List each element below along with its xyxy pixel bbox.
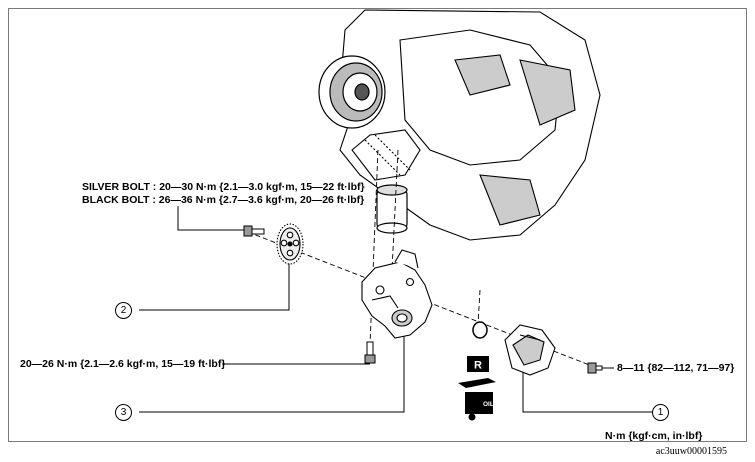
replace-symbol-text: R xyxy=(474,360,482,372)
leader-lines xyxy=(139,206,652,413)
oil-symbol-text: OIL xyxy=(483,401,494,408)
replace-symbol xyxy=(467,356,489,372)
callout-1: 1 xyxy=(652,404,669,421)
apply-oil-icon: OIL xyxy=(458,378,496,421)
diagram-frame xyxy=(8,8,747,442)
oil-strainer xyxy=(504,324,556,376)
o-ring xyxy=(472,321,488,339)
oil-pump-bolt xyxy=(364,341,376,364)
engine-block xyxy=(339,9,601,241)
oil-pump xyxy=(361,249,433,339)
black-bolt-torque-label: BLACK BOLT : 26—36 N·m {2.7—3.6 kgf·m, 2… xyxy=(82,194,365,206)
image-id: ac3uuw00001595 xyxy=(655,446,727,457)
cover-bolt xyxy=(587,362,603,374)
callout-2: 2 xyxy=(115,302,132,319)
pump-bolt-torque-label: 20—26 N·m {2.1—2.6 kgf·m, 15—19 ft·lbf} xyxy=(20,358,226,370)
sprocket-bolt xyxy=(243,225,265,237)
silver-bolt-torque-label: SILVER BOLT : 20—30 N·m {2.1—3.0 kgf·m, … xyxy=(82,181,365,193)
torque-units-label: N·m {kgf·cm, in·lbf} xyxy=(605,430,703,442)
oil-filter xyxy=(376,184,408,234)
cover-bolt-torque-label: 8—11 {82—112, 71—97} xyxy=(617,362,735,374)
oil-pump-sprocket xyxy=(276,223,304,265)
callout-3: 3 xyxy=(115,404,132,421)
crank-pulley xyxy=(318,55,386,129)
